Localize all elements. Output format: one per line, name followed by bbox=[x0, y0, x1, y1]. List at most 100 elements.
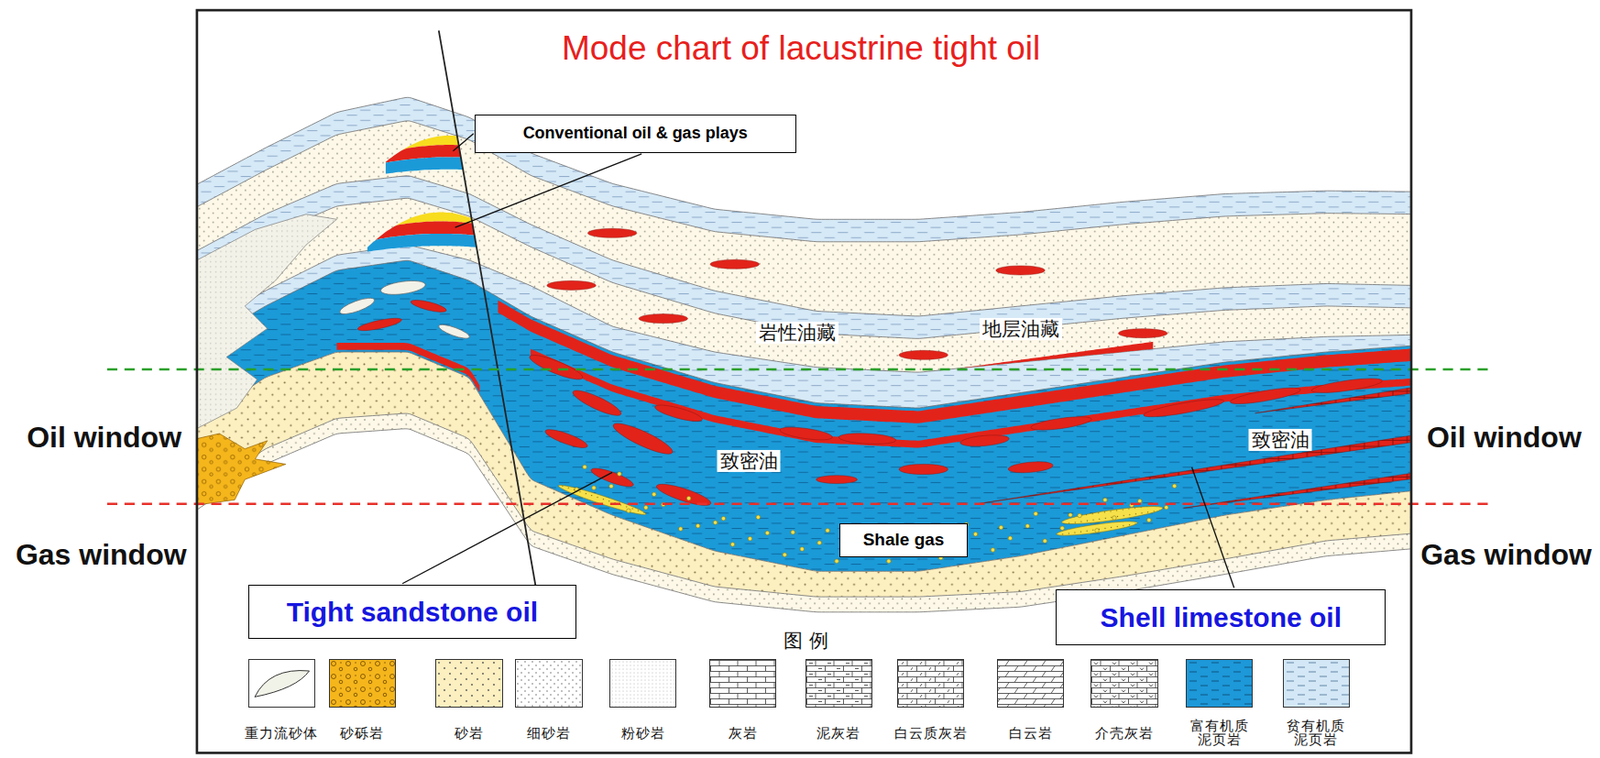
gas-dot bbox=[887, 558, 891, 563]
gas-dot bbox=[825, 528, 830, 533]
gas-window-line bbox=[107, 503, 1495, 505]
horizon-line bbox=[197, 413, 1411, 597]
siltstone-body bbox=[197, 214, 337, 429]
legend-swatch bbox=[709, 658, 777, 707]
leader-line bbox=[402, 471, 613, 583]
box-text: Tight sandstone oil bbox=[286, 596, 538, 627]
gas-dot bbox=[695, 523, 700, 527]
legend-swatch bbox=[1282, 658, 1350, 707]
figure-frame bbox=[197, 10, 1412, 753]
window-label: Oil window bbox=[26, 419, 182, 454]
swatch-pattern bbox=[898, 659, 965, 707]
gas-dot bbox=[1147, 517, 1151, 522]
reservoir-label: 致密油 bbox=[717, 449, 781, 472]
cross-section bbox=[197, 97, 1411, 613]
conglomerate-body bbox=[197, 433, 286, 505]
window-label: Gas window bbox=[1420, 536, 1592, 571]
gas-dot bbox=[652, 492, 657, 496]
gravity-flow-lens bbox=[437, 321, 472, 341]
legend-swatch bbox=[997, 658, 1064, 707]
swatch-pattern bbox=[1091, 659, 1158, 707]
oil-lens bbox=[1030, 414, 1093, 433]
shell-limestone-bed bbox=[1255, 385, 1411, 414]
chart-title: Mode chart of lacustrine tight oil bbox=[561, 29, 1041, 69]
swatch-pattern bbox=[610, 659, 677, 707]
swatch-pattern bbox=[1283, 659, 1350, 707]
legend-swatch bbox=[1185, 658, 1253, 707]
horizon-line bbox=[197, 175, 1411, 317]
gas-dot bbox=[790, 530, 795, 535]
stratigraphic-reservoir bbox=[959, 341, 1154, 369]
gas-dot bbox=[765, 530, 769, 535]
leader-line bbox=[452, 133, 473, 152]
oil-lens bbox=[589, 464, 636, 490]
gas-dot bbox=[686, 495, 691, 500]
leader-line bbox=[455, 153, 643, 228]
oil-lens bbox=[838, 431, 897, 445]
oil-lens bbox=[959, 433, 1009, 449]
legend-swatch bbox=[435, 658, 503, 707]
horizon-line bbox=[197, 260, 1411, 408]
oil-lens bbox=[778, 425, 833, 443]
callout-box: Conventional oil & gas plays bbox=[474, 114, 797, 154]
gas-dot bbox=[800, 547, 804, 551]
gas-dot bbox=[1068, 513, 1073, 517]
gas-dot bbox=[1060, 526, 1064, 530]
gas-dot bbox=[730, 542, 735, 547]
swatch-fill bbox=[610, 659, 677, 707]
window-label: Oil window bbox=[1426, 419, 1582, 454]
gas-dot bbox=[712, 520, 717, 525]
gravity-flow-sample bbox=[254, 670, 309, 698]
leader-lines bbox=[402, 133, 1235, 588]
oil-lens bbox=[526, 350, 585, 384]
oil-lens bbox=[653, 401, 704, 425]
legend-swatch bbox=[328, 658, 396, 707]
oil-lens bbox=[816, 475, 858, 484]
oil-lens bbox=[1142, 395, 1226, 420]
lithologic-reservoir bbox=[638, 314, 688, 324]
legend-swatch bbox=[805, 658, 873, 707]
gas-dot bbox=[747, 536, 752, 540]
tight-oil-band bbox=[336, 342, 480, 393]
gas-dot bbox=[617, 471, 622, 476]
gas-dot bbox=[609, 483, 614, 488]
gas-dot bbox=[678, 526, 682, 531]
reservoir-label: 地层油藏 bbox=[979, 317, 1063, 340]
water-zone bbox=[385, 156, 485, 174]
sand-lens bbox=[557, 482, 647, 518]
gas-dot bbox=[1112, 515, 1117, 520]
swatch-pattern bbox=[249, 659, 316, 707]
gas-dot bbox=[644, 505, 648, 510]
gas-dot bbox=[1164, 504, 1169, 509]
oil-lens bbox=[610, 417, 676, 459]
water-zone bbox=[367, 233, 485, 253]
legend-label: 富有机质 泥页岩 bbox=[1187, 719, 1252, 749]
gas-dot bbox=[817, 540, 822, 545]
lithologic-reservoir bbox=[710, 259, 759, 269]
gas-dot bbox=[1025, 524, 1030, 528]
legend-swatch bbox=[248, 658, 316, 707]
gas-dot bbox=[834, 558, 839, 563]
gas-dot bbox=[990, 547, 995, 552]
legend-label: 重力流砂体 bbox=[244, 726, 318, 742]
callout-box: Shale gas bbox=[839, 523, 967, 558]
reservoir-label: 致密油 bbox=[1249, 428, 1313, 451]
oil-lens bbox=[543, 426, 590, 451]
swatch-pattern bbox=[515, 659, 582, 707]
oil-lens bbox=[1310, 375, 1383, 396]
legend-swatch bbox=[609, 658, 677, 707]
swatch-fill bbox=[997, 659, 1064, 707]
callout-box: Tight sandstone oil bbox=[248, 584, 578, 639]
gas-dot bbox=[721, 515, 725, 520]
oil-lens bbox=[1008, 460, 1054, 474]
shell-limestone-bed bbox=[1183, 471, 1411, 508]
legend-label: 白云质灰岩 bbox=[894, 726, 968, 742]
gas-dot bbox=[582, 464, 587, 469]
legend-heading: 图 例 bbox=[783, 629, 829, 652]
swatch-fill bbox=[436, 659, 503, 707]
swatch-fill bbox=[710, 659, 777, 707]
gas-dot bbox=[1077, 513, 1082, 517]
swatch-fill bbox=[898, 659, 965, 707]
oil-lens bbox=[409, 297, 448, 315]
swatch-fill bbox=[1283, 659, 1350, 707]
